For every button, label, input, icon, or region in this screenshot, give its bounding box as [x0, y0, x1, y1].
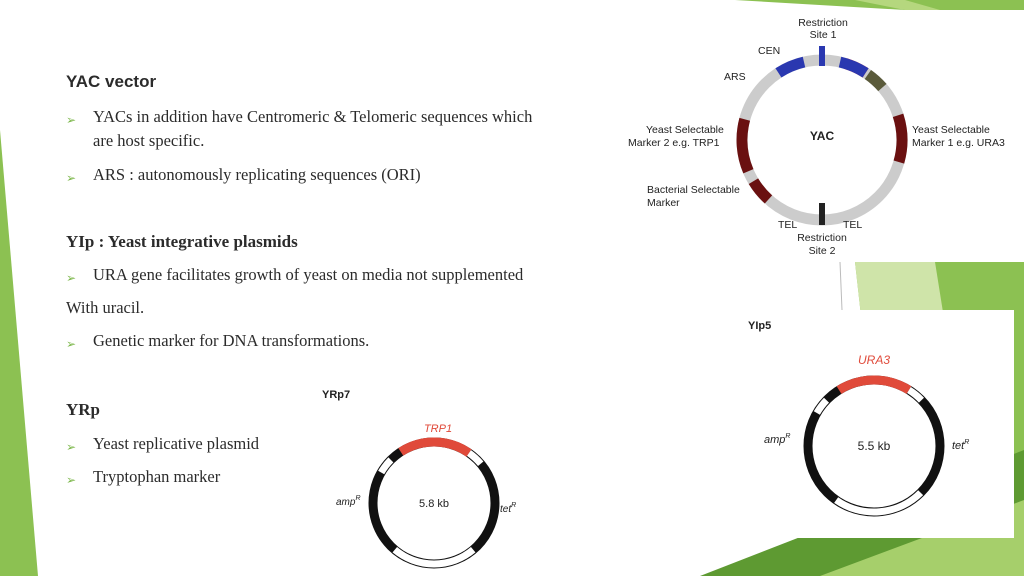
yac-diagram: YAC Restriction Site 1 CEN ARS Yeast Sel… — [628, 17, 1005, 257]
tel-left-segment — [775, 56, 806, 78]
yrp-bullet-2: Tryptophan marker — [93, 467, 221, 486]
bullet-icon: ➢ — [66, 473, 77, 487]
restriction-site-1-label-line1: Restriction — [798, 17, 848, 29]
yip5-size-label: 5.5 kb — [858, 439, 891, 453]
yrp-heading: YRp — [66, 400, 101, 419]
tel-right-segment — [838, 56, 869, 78]
tel-right-label: TEL — [843, 219, 862, 231]
bacterial-marker-label-line1: Bacterial Selectable — [647, 184, 740, 196]
ars-label: ARS — [724, 71, 746, 83]
yrp7-marker-label: TRP1 — [424, 423, 452, 435]
yip-continuation: With uracil. — [66, 298, 145, 317]
bacterial-marker-segment — [748, 178, 773, 204]
yrp7-white-gap — [378, 457, 394, 475]
marker-2-label-line2: Marker 2 e.g. TRP1 — [628, 137, 720, 149]
yrp7-title: YRp7 — [322, 389, 350, 401]
yac-bullet-1: YACs in addition have Centromeric & Telo… — [93, 107, 533, 126]
yrp7-white-gap — [466, 450, 484, 467]
left-green-accent — [0, 130, 38, 576]
yip5-marker-label: URA3 — [858, 353, 890, 367]
bacterial-marker-label-line2: Marker — [647, 197, 680, 209]
yip5-diagram: YIp5 URA3 5.5 kb ampR tetR — [748, 320, 969, 517]
yip5-tet-label: tetR — [952, 439, 969, 452]
yip5-white-segment — [834, 490, 924, 516]
restriction-site-1-mark — [819, 46, 825, 66]
yip5-ura3-segment — [836, 375, 912, 394]
yrp7-size-label: 5.8 kb — [419, 498, 449, 510]
yac-bullet-1-cont: are host specific. — [93, 131, 205, 150]
marker-1-label-line1: Yeast Selectable — [912, 124, 990, 136]
bullet-icon: ➢ — [66, 271, 77, 285]
bullet-icon: ➢ — [66, 337, 77, 351]
yrp7-trp1-segment — [398, 437, 472, 457]
marker-1-label-line2: Marker 1 e.g. URA3 — [912, 137, 1005, 149]
yip5-white-gap — [813, 397, 830, 415]
bullet-icon: ➢ — [66, 171, 77, 185]
yrp7-white-segment — [392, 546, 476, 568]
yac-center-label: YAC — [810, 129, 835, 143]
yac-bullet-2: ARS : autonomously replicating sequences… — [93, 165, 421, 184]
yip-bullet-1: URA gene facilitates growth of yeast on … — [93, 265, 524, 284]
bullet-icon: ➢ — [66, 440, 77, 454]
marker-2-segment — [736, 117, 754, 174]
marker-1-segment — [892, 113, 908, 164]
top-green-accent — [735, 0, 1024, 10]
yip5-panel: YIp5 URA3 5.5 kb ampR tetR — [735, 310, 1014, 538]
tel-left-label: TEL — [778, 219, 797, 231]
cen-label: CEN — [758, 45, 780, 57]
restriction-site-2-label-line1: Restriction — [797, 232, 847, 244]
restriction-site-1-label-line2: Site 1 — [810, 29, 837, 41]
yip5-amp-label: ampR — [764, 433, 790, 446]
yip-bullet-2: Genetic marker for DNA transformations. — [93, 331, 370, 350]
yip-heading: YIp : Yeast integrative plasmids — [66, 232, 298, 251]
yrp7-amp-label: ampR — [336, 495, 361, 508]
restriction-site-2-mark — [819, 203, 825, 225]
yac-heading: YAC vector — [66, 72, 157, 91]
cen-segment — [864, 69, 887, 92]
yrp7-diagram: YRp7 TRP1 5.8 kb ampR tetR — [322, 389, 516, 569]
yrp-bullet-1: Yeast replicative plasmid — [93, 434, 260, 453]
yrp7-panel: YRp7 TRP1 5.8 kb ampR tetR — [310, 380, 540, 576]
yrp7-tet-label: tetR — [500, 502, 516, 515]
yip5-title: YIp5 — [748, 320, 771, 332]
marker-2-label-line1: Yeast Selectable — [646, 124, 724, 136]
restriction-site-2-label-line2: Site 2 — [809, 245, 836, 257]
bullet-icon: ➢ — [66, 113, 77, 127]
yip5-white-gap — [907, 387, 924, 403]
yac-diagram-panel: YAC Restriction Site 1 CEN ARS Yeast Sel… — [628, 10, 1015, 262]
